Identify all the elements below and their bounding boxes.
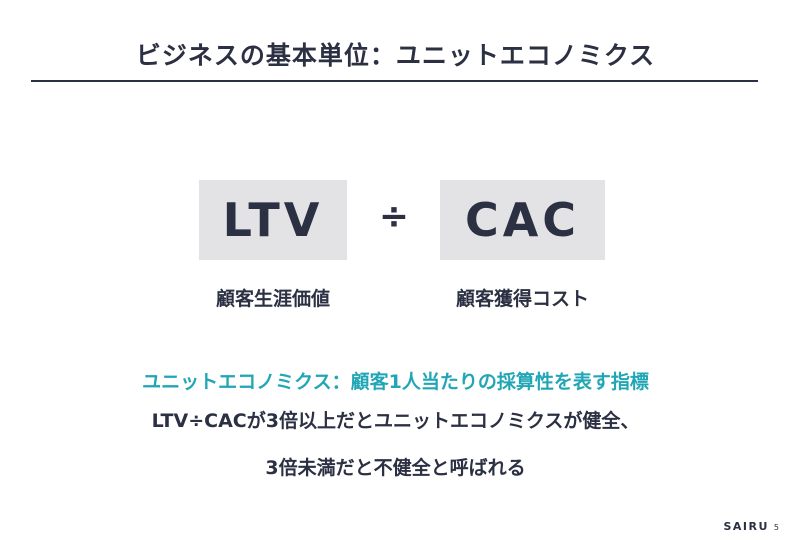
slide-title: ビジネスの基本単位：ユニットエコノミクス	[135, 41, 656, 70]
cac-caption: 顧客獲得コスト	[455, 288, 589, 310]
definition-text: ユニットエコノミクス：顧客1人当たりの採算性を表す指標	[142, 371, 649, 393]
ltv-caption: 顧客生涯価値	[215, 288, 330, 310]
ltv-box: LTV	[199, 180, 347, 260]
explanation-line-1: LTV÷CACが3倍以上だとユニットエコノミクスが健全、	[151, 410, 640, 432]
cac-box: CAC	[440, 180, 605, 260]
divide-symbol: ÷	[378, 196, 410, 237]
brand-logo-text: SAIRU	[723, 520, 769, 533]
slide-footer: SAIRU 5	[723, 520, 779, 533]
explanation-line-2: 3倍未満だと不健全と呼ばれる	[265, 457, 526, 479]
title-divider	[31, 80, 758, 82]
page-number: 5	[773, 523, 779, 532]
